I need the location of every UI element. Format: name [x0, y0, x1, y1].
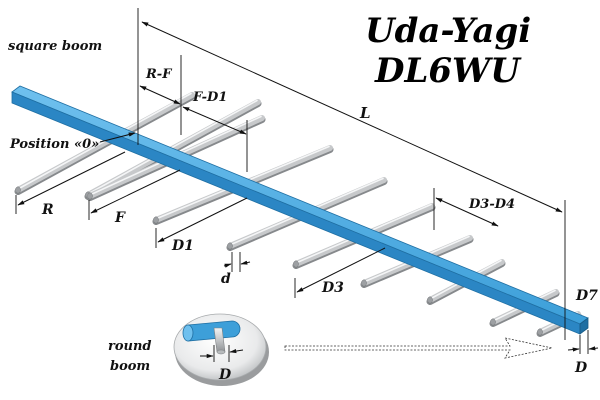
round-boom-label-1: round — [108, 339, 152, 354]
square-boom-label: square boom — [8, 39, 102, 54]
dim-L-label: L — [359, 104, 371, 122]
dim-D7-label: D7 — [575, 288, 598, 304]
hollow-arrow — [284, 337, 553, 359]
dim-D3-D4-label: D3-D4 — [468, 197, 515, 212]
dim-F-D1-label: F-D1 — [192, 90, 227, 105]
dim-D3-label: D3 — [321, 280, 344, 296]
dim-D-right-label: D — [574, 360, 588, 376]
dimension-D3-D4: D3-D4 — [433, 188, 515, 230]
position-zero-arrow — [99, 132, 136, 143]
dim-D-round-label: D — [218, 367, 232, 383]
dimension-F-D1: F-D1 — [182, 90, 248, 172]
dimension-d: d — [221, 252, 251, 287]
title-line1: Uda-Yagi — [365, 11, 531, 51]
round-boom-label-2: boom — [110, 359, 150, 374]
dim-d-label: d — [221, 271, 231, 287]
dimension-D1: D1 — [155, 197, 248, 254]
dimension-F: F — [88, 169, 181, 226]
dimension-R-F: R-F — [139, 55, 182, 135]
dimension-D-right: D — [567, 330, 599, 376]
title-line2: DL6WU — [374, 51, 522, 91]
round-boom-inset: round boom D — [108, 313, 269, 386]
position-zero-label: Position «0» — [9, 137, 99, 152]
dim-F-label: F — [114, 210, 126, 226]
dim-R-label: R — [41, 202, 54, 218]
dimension-D7: D7 — [575, 288, 598, 304]
dimension-R: R — [15, 151, 126, 218]
dimension-L: L — [137, 8, 566, 340]
dimension-D3: D3 — [294, 247, 386, 298]
dim-D1-label: D1 — [171, 238, 194, 254]
dim-R-F-label: R-F — [145, 67, 172, 82]
